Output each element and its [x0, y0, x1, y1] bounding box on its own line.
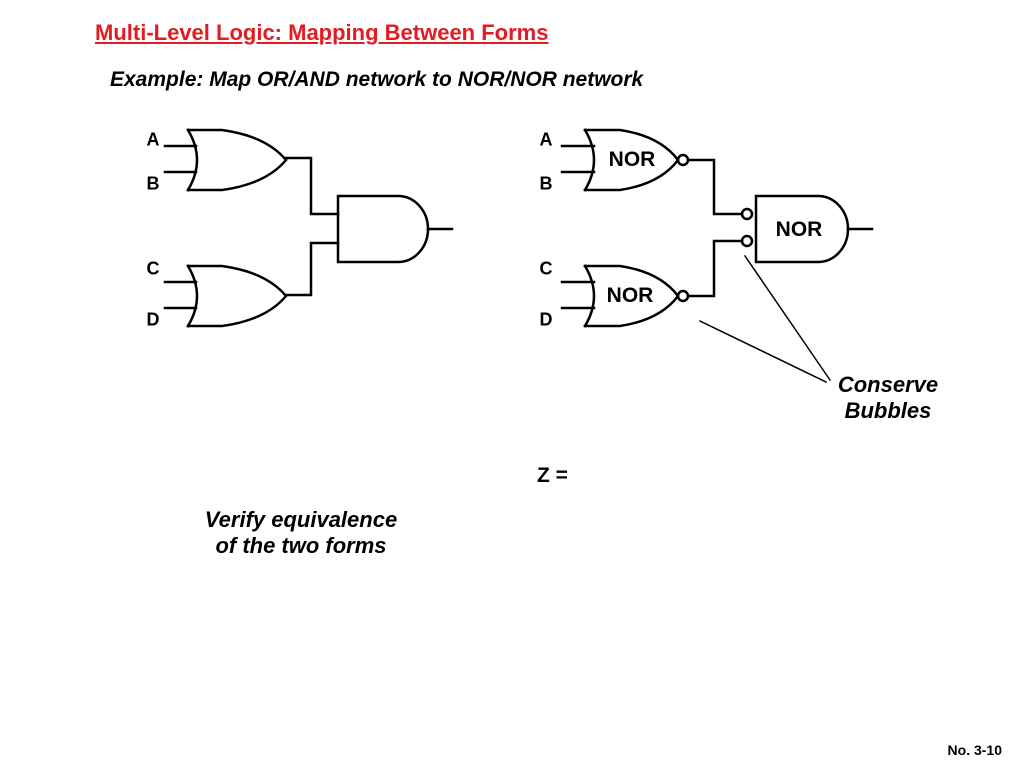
right-input-d: D [539, 309, 553, 330]
conserve-bubbles-line-1: Conserve [837, 372, 939, 397]
right-input-wires-bottom [560, 280, 596, 310]
right-nor-gate-top [583, 128, 690, 192]
left-wires [284, 156, 454, 297]
conserve-bubbles-line-2: Bubbles [844, 398, 932, 423]
page-number: No. 3-10 [947, 742, 1002, 758]
left-or-gate-bottom [186, 264, 288, 328]
right-input-a: A [539, 129, 553, 150]
slide-subtitle: Example: Map OR/AND network to NOR/NOR n… [110, 68, 644, 91]
left-input-wires-bottom [163, 280, 198, 310]
z-equation-label: Z = [537, 464, 568, 487]
right-wires [686, 158, 874, 298]
right-input-wires-top [560, 144, 596, 174]
left-or-gate-top [186, 128, 288, 192]
left-input-wires-top [163, 144, 198, 174]
slide-title: Multi-Level Logic: Mapping Between Forms [95, 20, 549, 45]
verify-note-line-1: Verify equivalence [204, 507, 398, 532]
left-input-d: D [146, 309, 160, 330]
right-input-b: B [539, 173, 553, 194]
left-input-c: C [146, 258, 160, 279]
nor-gate-output-label: NOR [775, 218, 823, 241]
verify-note-line-2: of the two forms [215, 533, 387, 558]
left-input-a: A [146, 129, 160, 150]
left-and-gate [336, 194, 430, 264]
verify-equivalence-note: Verify equivalence of the two forms [170, 507, 432, 559]
left-input-b: B [146, 173, 160, 194]
conserve-bubbles-note: Conserve Bubbles [818, 372, 958, 424]
nor-gate-bottom-label: NOR [606, 284, 654, 307]
nor-gate-top-label: NOR [608, 148, 656, 171]
right-input-c: C [539, 258, 553, 279]
annotation-pointers [698, 254, 832, 384]
